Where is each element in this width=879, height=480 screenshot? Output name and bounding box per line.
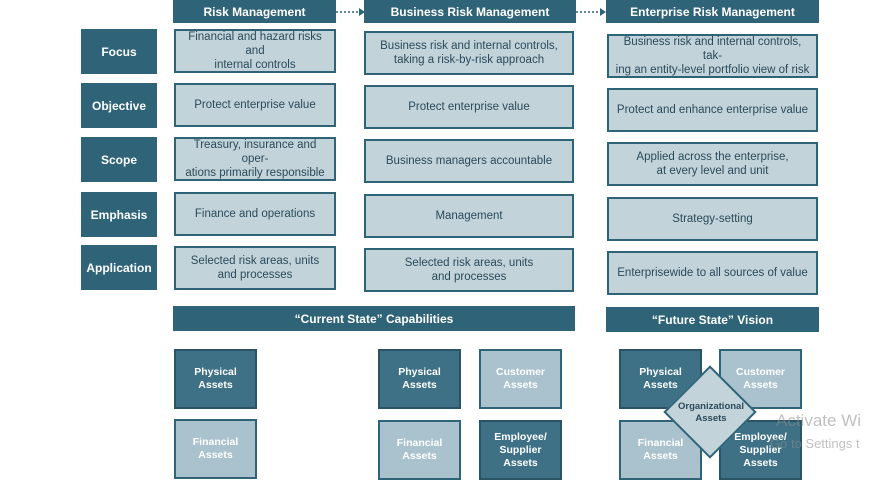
row-label-application: Application <box>81 245 157 290</box>
cell-rm-scope: Treasury, insurance and oper- ations pri… <box>174 137 336 181</box>
cell-erm-objective: Protect and enhance enterprise value <box>607 88 818 132</box>
asset-customer: Customer Assets <box>479 349 562 409</box>
arrow-icon <box>336 8 365 16</box>
row-label-objective: Objective <box>81 83 157 128</box>
band-future-state: “Future State” Vision <box>606 307 819 332</box>
band-current-state: “Current State” Capabilities <box>173 306 575 331</box>
cell-rm-application: Selected risk areas, units and processes <box>174 246 336 290</box>
cell-brm-application: Selected risk areas, units and processes <box>364 248 574 292</box>
cell-erm-application: Enterprisewide to all sources of value <box>607 251 818 295</box>
arrow-icon <box>576 8 606 16</box>
asset-financial: Financial Assets <box>378 420 461 480</box>
activation-watermark-title: Activate Wi <box>776 411 862 430</box>
cell-rm-objective: Protect enterprise value <box>174 83 336 127</box>
cell-brm-scope: Business managers accountable <box>364 139 574 183</box>
cell-brm-emphasis: Management <box>364 194 574 238</box>
asset-physical: Physical Assets <box>378 349 461 409</box>
row-label-focus: Focus <box>81 29 157 74</box>
cell-rm-focus: Financial and hazard risks and internal … <box>174 29 336 73</box>
cell-erm-scope: Applied across the enterprise, at every … <box>607 142 818 186</box>
cell-erm-emphasis: Strategy-setting <box>607 197 818 241</box>
column-header-business-risk-management: Business Risk Management <box>364 0 576 23</box>
activation-watermark-subtitle: Go to Settings t <box>770 436 860 451</box>
asset-financial: Financial Assets <box>174 419 257 479</box>
cell-brm-objective: Protect enterprise value <box>364 85 574 129</box>
row-label-scope: Scope <box>81 137 157 182</box>
column-header-risk-management: Risk Management <box>173 0 336 23</box>
cell-erm-focus: Business risk and internal controls, tak… <box>607 34 818 78</box>
column-header-enterprise-risk-management: Enterprise Risk Management <box>606 0 819 23</box>
asset-physical: Physical Assets <box>174 349 257 409</box>
asset-employee-supplier: Employee/ Supplier Assets <box>479 420 562 480</box>
cell-rm-emphasis: Finance and operations <box>174 192 336 236</box>
cell-brm-focus: Business risk and internal controls, tak… <box>364 31 574 75</box>
row-label-emphasis: Emphasis <box>81 192 157 237</box>
organizational-assets-label: Organizational Assets <box>678 401 744 424</box>
